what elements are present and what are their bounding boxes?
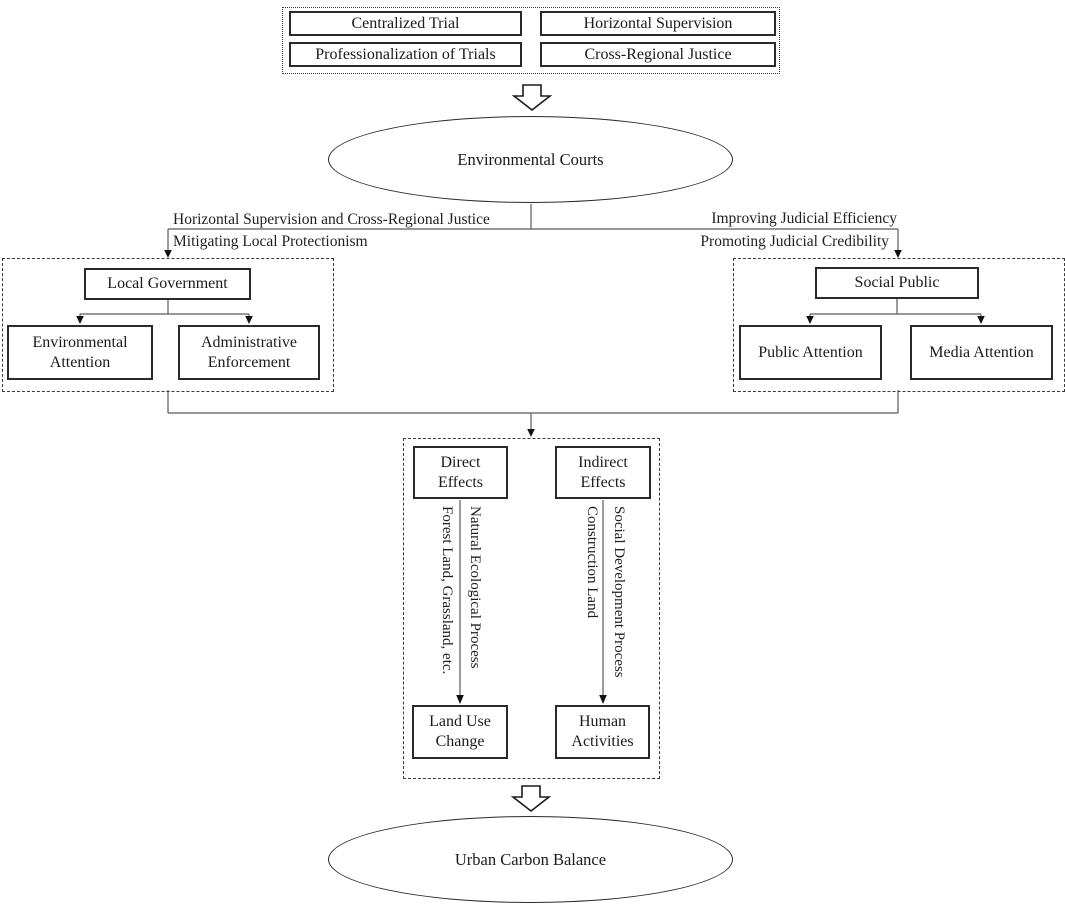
effects-group [403,438,660,779]
node-social-public: Social Public [815,267,979,299]
hollow-down-arrow-icon-bottom [510,785,552,813]
node-local-government: Local Government [84,268,251,300]
node-public-attention: Public Attention [739,325,882,380]
arrowhead-to-left-group [164,250,172,258]
node-professionalization-of-trials: Professionalization of Trials [289,42,522,67]
node-human-activities: Human Activities [555,705,650,759]
node-environmental-attention: Environmental Attention [7,325,153,380]
arrowhead-to-media-attention [977,316,985,324]
node-environmental-courts: Environmental Courts [328,116,733,203]
node-label: Administrative Enforcement [201,333,297,371]
edge-label-right-line1: Improving Judicial Efficiency [711,210,897,227]
node-label: Horizontal Supervision [583,14,733,32]
node-label: Social Public [854,274,940,291]
node-label: Environmental Courts [457,149,604,169]
arrowhead-to-admin-enforcement [245,316,253,324]
court-features-group [282,7,780,74]
arrowhead-to-human-activities [599,695,607,704]
arrowhead-to-right-group [894,250,902,258]
arrowhead-to-env-attention [76,316,84,324]
arrowhead-to-middle-group [527,429,535,437]
node-administrative-enforcement: Administrative Enforcement [178,325,320,380]
node-direct-effects: Direct Effects [413,446,508,499]
edge-label-right-line2: Promoting Judicial Credibility [700,233,889,250]
node-label: Land Use Change [429,713,491,750]
node-label: Environmental Attention [32,333,128,371]
node-label: Public Attention [758,343,863,361]
node-horizontal-supervision: Horizontal Supervision [540,11,776,36]
arrowhead-to-public-attention [806,316,814,324]
node-label: Direct Effects [437,453,483,491]
node-urban-carbon-balance: Urban Carbon Balance [328,816,733,903]
local-government-group [2,258,334,392]
edge-label-left-line2: Mitigating Local Protectionism [173,233,368,250]
node-label: Indirect Effects [578,453,628,491]
node-label: Cross-Regional Justice [584,45,732,63]
node-indirect-effects: Indirect Effects [555,446,651,499]
node-centralized-trial: Centralized Trial [289,11,522,36]
edge-label-forest-land: Forest Land, Grassland, etc. [439,506,455,675]
hollow-down-arrow-icon-top [511,84,553,112]
arrowhead-to-land-use [456,695,464,704]
node-label: Centralized Trial [351,14,460,32]
edge-label-construction-land: Construction Land [584,506,600,619]
edge-label-left-line1: Horizontal Supervision and Cross-Regiona… [173,211,490,228]
edge-label-social-development-process: Social Development Process [611,506,627,678]
node-label: Local Government [107,275,228,292]
node-label: Urban Carbon Balance [454,849,607,869]
node-label: Media Attention [929,343,1034,361]
node-cross-regional-justice: Cross-Regional Justice [540,42,776,67]
edge-label-natural-ecological-process: Natural Ecological Process [467,506,483,669]
node-media-attention: Media Attention [910,325,1053,380]
node-label: Professionalization of Trials [315,45,496,63]
node-label: Human Activities [571,713,634,750]
node-land-use-change: Land Use Change [412,705,508,759]
